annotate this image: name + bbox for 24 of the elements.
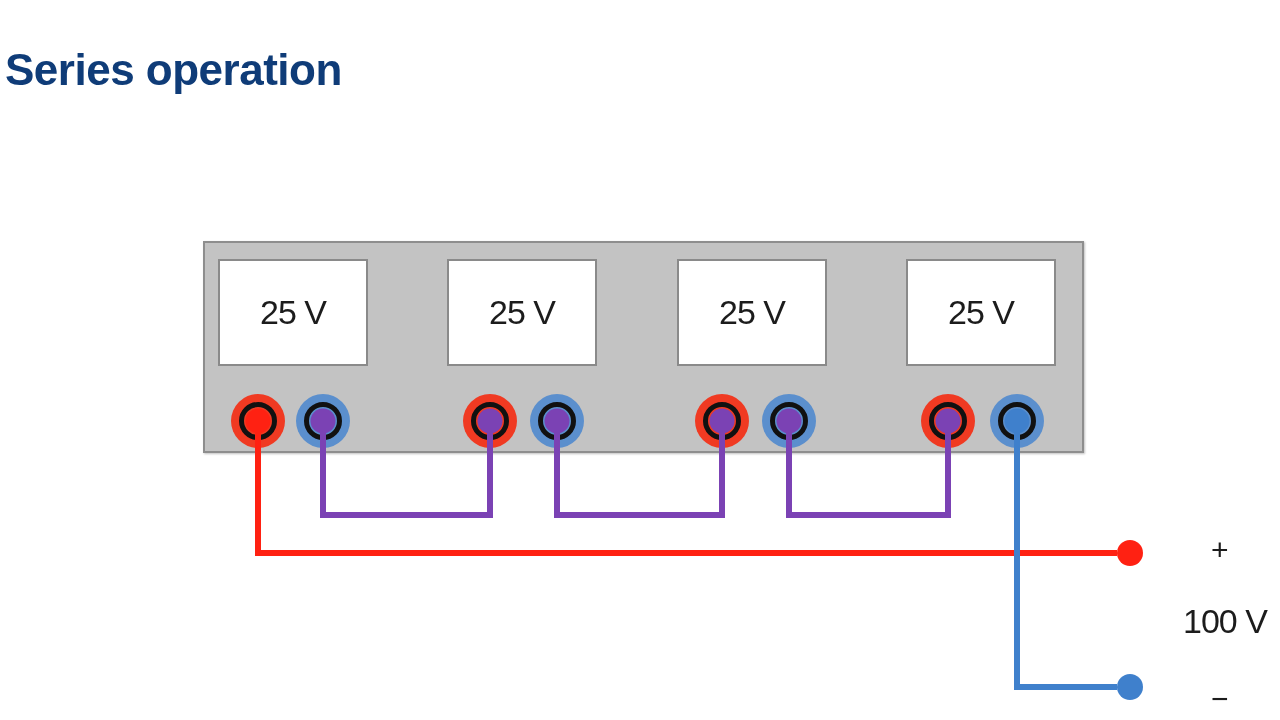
voltage-display: 25 V bbox=[906, 259, 1056, 366]
output-terminal-icon bbox=[990, 394, 1044, 448]
output-terminal-icon bbox=[296, 394, 350, 448]
output-terminal-icon bbox=[762, 394, 816, 448]
voltage-display: 25 V bbox=[677, 259, 827, 366]
wire bbox=[320, 448, 493, 518]
wire bbox=[255, 448, 1117, 556]
output-voltage-label: 100 V bbox=[1183, 604, 1267, 638]
output-terminal-icon bbox=[695, 394, 749, 448]
terminal-dot-icon bbox=[1117, 674, 1143, 700]
wire bbox=[786, 448, 951, 518]
terminal-dot-icon bbox=[1117, 540, 1143, 566]
polarity-sign: − bbox=[1211, 684, 1229, 714]
output-terminal-icon bbox=[463, 394, 517, 448]
wire bbox=[1014, 448, 1117, 690]
output-terminal-icon bbox=[921, 394, 975, 448]
slide-title: Series operation bbox=[5, 48, 342, 92]
power-supply-panel bbox=[203, 241, 1084, 453]
output-terminal-icon bbox=[530, 394, 584, 448]
polarity-sign: + bbox=[1211, 535, 1229, 565]
wire bbox=[554, 448, 725, 518]
voltage-display: 25 V bbox=[447, 259, 597, 366]
output-terminal-icon bbox=[231, 394, 285, 448]
voltage-display: 25 V bbox=[218, 259, 368, 366]
